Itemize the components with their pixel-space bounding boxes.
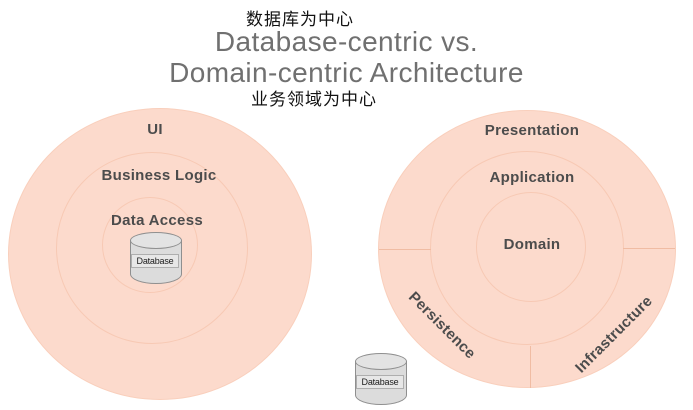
sector-divider-right	[623, 248, 675, 249]
caption-database-centric-zh: 数据库为中心	[246, 10, 354, 29]
page-title: Database-centric vs. Domain-centric Arch…	[0, 26, 693, 88]
layer-label-ui: UI	[147, 121, 163, 138]
database-cylinder-icon: Database	[355, 353, 407, 406]
cylinder-top	[355, 353, 407, 370]
caption-domain-centric-zh: 业务领域为中心	[251, 90, 377, 109]
database-label: Database	[131, 254, 179, 268]
layer-label-presentation: Presentation	[484, 122, 580, 139]
left-middle-ring	[56, 152, 248, 344]
title-line-2: Domain-centric Architecture	[169, 57, 524, 88]
layer-label-application: Application	[489, 169, 575, 186]
layer-label-data-access: Data Access	[111, 212, 203, 229]
database-cylinder-icon: Database	[130, 232, 182, 285]
cylinder-top	[130, 232, 182, 249]
title-line-1: Database-centric vs.	[214, 26, 479, 57]
layer-label-business-logic: Business Logic	[101, 167, 217, 184]
sector-divider-left	[379, 249, 431, 250]
database-label: Database	[356, 375, 404, 389]
sector-divider-bottom	[530, 346, 531, 388]
left-inner-ring	[102, 197, 198, 293]
layer-label-domain: Domain	[503, 236, 561, 253]
right-inner-ring	[476, 192, 586, 302]
